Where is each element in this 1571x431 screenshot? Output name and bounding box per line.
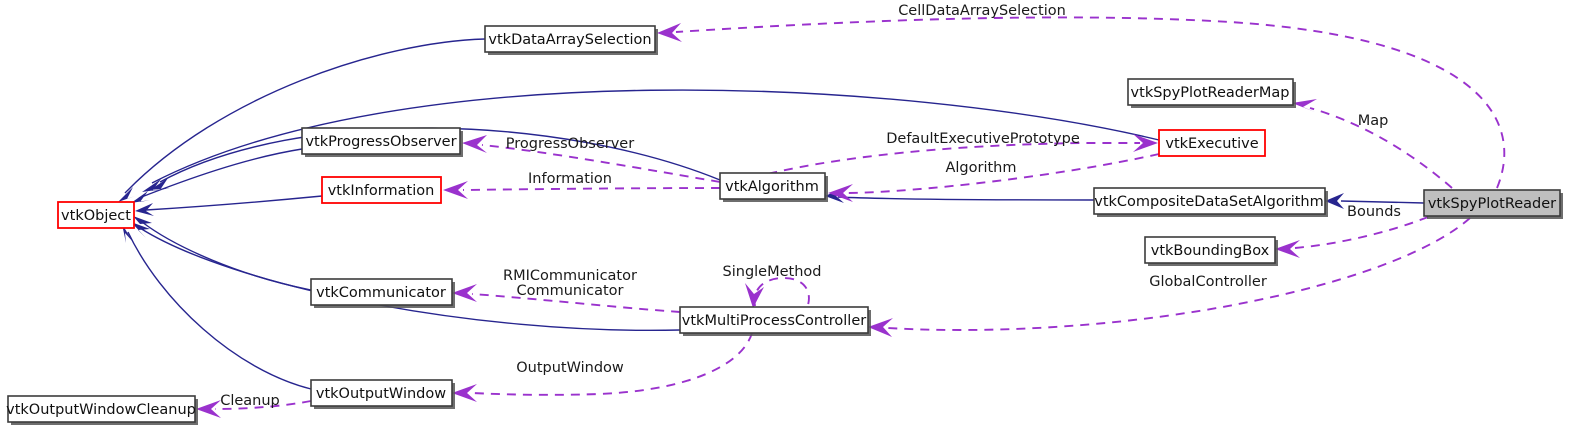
node-vtkspyplotreader[interactable]: vtkSpyPlotReader bbox=[1423, 189, 1563, 219]
arrowhead-usage-celldataarrayselection bbox=[657, 23, 682, 42]
node-vtkdataarrayselection-label: vtkDataArraySelection bbox=[488, 32, 651, 48]
node-vtkalgorithm[interactable]: vtkAlgorithm bbox=[719, 172, 828, 202]
edge-usage-bounds bbox=[1294, 216, 1429, 249]
arrowhead-usage-communicator bbox=[452, 284, 477, 302]
edge-inherit-composite-algorithm bbox=[837, 196, 1095, 201]
node-vtkdataarrayselection-box[interactable] bbox=[484, 25, 656, 53]
edge-usage-globalcontroller bbox=[887, 217, 1471, 331]
edge-label-information: Information bbox=[528, 171, 612, 187]
node-vtkcompositedatasetalgorithm-box[interactable] bbox=[1093, 187, 1326, 215]
node-vtkobject[interactable]: vtkObject bbox=[57, 201, 135, 229]
edge-label-cleanup: Cleanup bbox=[220, 393, 280, 409]
arrowhead-usage-globalcontroller bbox=[868, 318, 893, 337]
edge-label-defaultexecutiveprototype: DefaultExecutivePrototype bbox=[886, 131, 1080, 147]
node-vtkmultiprocesscontroller[interactable]: vtkMultiProcessController bbox=[679, 306, 871, 336]
arrowhead-inherit-3 bbox=[135, 203, 154, 216]
edge-label-globalcontroller: GlobalController bbox=[1149, 274, 1267, 290]
arrowhead-usage-progressobserver bbox=[462, 135, 487, 153]
node-vtkdataarrayselection[interactable]: vtkDataArraySelection bbox=[484, 25, 658, 55]
node-vtkspyplotreader-label: vtkSpyPlotReader bbox=[1428, 196, 1556, 212]
arrowhead-usage-cleanup bbox=[196, 400, 221, 418]
edge-label-bounds: Bounds bbox=[1347, 204, 1401, 220]
edge-usage-outputwindow bbox=[471, 332, 753, 396]
node-vtkcompositedatasetalgorithm-label: vtkCompositeDataSetAlgorithm bbox=[1094, 194, 1324, 210]
node-vtkobject-label: vtkObject bbox=[61, 208, 131, 224]
arrowhead-inherit-1 bbox=[118, 187, 135, 202]
arrowhead-inherit-6 bbox=[133, 216, 152, 232]
arrowhead-usage-singlemethod bbox=[745, 283, 764, 308]
edge-usage-information bbox=[462, 187, 721, 191]
node-vtkexecutive-box[interactable] bbox=[1158, 129, 1266, 157]
edge-label-group: CellDataArraySelection ProgressObserver … bbox=[220, 3, 1401, 409]
edge-inherit-progressobserver-object bbox=[138, 148, 303, 199]
arrowhead-inherit-5 bbox=[142, 179, 163, 192]
node-vtkalgorithm-box[interactable] bbox=[719, 172, 826, 200]
node-vtkcommunicator-box[interactable] bbox=[310, 278, 453, 306]
node-vtkcompositedatasetalgorithm[interactable]: vtkCompositeDataSetAlgorithm bbox=[1093, 187, 1328, 217]
node-vtkprogressobserver[interactable]: vtkProgressObserver bbox=[301, 127, 463, 157]
node-vtkprogressobserver-box[interactable] bbox=[301, 127, 461, 155]
node-group: vtkObject vtkDataArraySelection vtkProgr… bbox=[6, 25, 1563, 425]
arrowhead-usage-map bbox=[1292, 99, 1317, 112]
edge-usage-singlemethod bbox=[753, 277, 810, 307]
node-vtkoutputwindowcleanup-box[interactable] bbox=[7, 395, 196, 423]
node-vtkmultiprocesscontroller-label: vtkMultiProcessController bbox=[682, 313, 866, 329]
arrowhead-usage-outputwindow bbox=[452, 384, 477, 402]
edge-usage-celldataarrayselection bbox=[675, 16, 1506, 189]
node-vtkoutputwindow-box[interactable] bbox=[310, 379, 453, 407]
edge-usage-algorithm bbox=[847, 153, 1160, 194]
node-vtkalgorithm-label: vtkAlgorithm bbox=[725, 179, 819, 195]
arrowhead-usage-defaultexecutiveprototype bbox=[1133, 134, 1158, 152]
edge-label-celldataarrayselection: CellDataArraySelection bbox=[898, 3, 1066, 19]
node-vtkoutputwindow[interactable]: vtkOutputWindow bbox=[310, 379, 455, 409]
edge-label-progressobserver: ProgressObserver bbox=[506, 136, 634, 152]
node-vtkprogressobserver-label: vtkProgressObserver bbox=[305, 134, 456, 150]
node-vtkboundingbox-label: vtkBoundingBox bbox=[1151, 243, 1270, 259]
node-vtkspyplotreader-box[interactable] bbox=[1423, 189, 1561, 217]
edge-inherit-communicator-object bbox=[141, 221, 312, 291]
node-vtkcommunicator[interactable]: vtkCommunicator bbox=[310, 278, 455, 308]
node-vtkinformation[interactable]: vtkInformation bbox=[321, 176, 442, 204]
node-vtkboundingbox-box[interactable] bbox=[1144, 236, 1276, 264]
node-vtkspyplotreadermap-box[interactable] bbox=[1127, 78, 1294, 106]
node-vtkoutputwindow-label: vtkOutputWindow bbox=[316, 386, 446, 402]
node-vtkobject-box[interactable] bbox=[57, 201, 135, 229]
arrowhead-inherit-2 bbox=[131, 191, 150, 203]
node-vtkinformation-box[interactable] bbox=[321, 176, 442, 204]
edge-label-communicator: Communicator bbox=[516, 283, 623, 299]
arrowhead-usage-algorithm bbox=[828, 184, 853, 202]
edge-label-algorithm: Algorithm bbox=[945, 160, 1016, 176]
edge-inherit-executive-object bbox=[151, 89, 1160, 184]
arrowhead-usage-bounds bbox=[1275, 240, 1300, 258]
edge-label-singlemethod: SingleMethod bbox=[723, 264, 822, 280]
edge-usage-progressobserver bbox=[481, 144, 721, 183]
arrowhead-inherit-10 bbox=[1325, 193, 1344, 209]
edge-label-outputwindow: OutputWindow bbox=[516, 360, 624, 376]
node-vtkcommunicator-label: vtkCommunicator bbox=[316, 285, 446, 301]
node-vtkboundingbox[interactable]: vtkBoundingBox bbox=[1144, 236, 1278, 266]
edge-inherit-spyplotreader-composite bbox=[1340, 200, 1425, 204]
node-vtkexecutive[interactable]: vtkExecutive bbox=[1158, 129, 1266, 157]
arrowhead-inherit-7 bbox=[131, 222, 150, 238]
node-vtkoutputwindowcleanup-label: vtkOutputWindowCleanup bbox=[6, 402, 196, 418]
edge-label-map: Map bbox=[1358, 113, 1389, 129]
node-vtkspyplotreadermap[interactable]: vtkSpyPlotReaderMap bbox=[1127, 78, 1296, 108]
edge-usage-cleanup bbox=[214, 400, 312, 410]
node-vtkspyplotreadermap-label: vtkSpyPlotReaderMap bbox=[1131, 85, 1290, 101]
edge-inherit-outputwindow-object bbox=[127, 231, 312, 390]
edge-label-rmicommunicator: RMICommunicator bbox=[503, 268, 637, 284]
node-vtkmultiprocesscontroller-box[interactable] bbox=[679, 306, 869, 334]
edge-inherit-information-object bbox=[145, 195, 323, 211]
arrowhead-usage-information bbox=[443, 181, 468, 199]
usage-edge-group bbox=[196, 16, 1506, 418]
node-vtkinformation-label: vtkInformation bbox=[328, 183, 435, 199]
node-vtkexecutive-label: vtkExecutive bbox=[1165, 136, 1258, 152]
node-vtkoutputwindowcleanup[interactable]: vtkOutputWindowCleanup bbox=[6, 395, 198, 425]
edge-inherit-dataarrayselection-object bbox=[124, 38, 486, 194]
